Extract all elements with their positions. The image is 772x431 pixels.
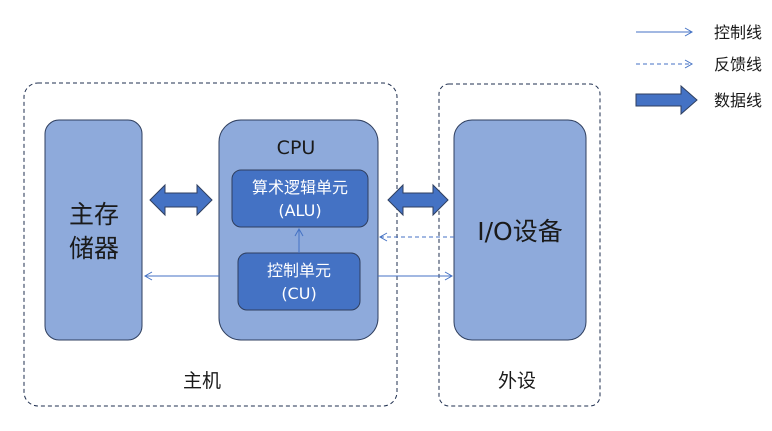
legend-feedback-line-label: 反馈线 <box>714 55 762 74</box>
io-device-box[interactable] <box>453 119 587 341</box>
peripheral-group-border <box>438 83 601 407</box>
legend-data-line-icon <box>635 84 698 116</box>
io-device-label: I/O设备 <box>477 217 562 246</box>
data-arrow-cpu-io <box>387 183 449 217</box>
peripheral-group-label: 外设 <box>498 370 536 392</box>
cpu-label: CPU <box>277 137 316 159</box>
alu-label-line1: 算术逻辑单元 <box>252 178 348 197</box>
cu-label-line2: (CU) <box>281 284 316 303</box>
alu-label-line2: (ALU) <box>278 201 321 220</box>
alu-box[interactable] <box>231 169 369 228</box>
cu-label-line1: 控制单元 <box>267 261 331 280</box>
legend-control-line-label: 控制线 <box>714 23 762 42</box>
host-group-label: 主机 <box>183 370 221 392</box>
main-memory-label-line2: 储器 <box>69 234 119 263</box>
main-memory-label-line1: 主存 <box>69 200 119 229</box>
legend: 控制线 反馈线 数据线 <box>635 23 762 116</box>
host-group-border <box>23 82 398 407</box>
data-arrow-memory-cpu <box>149 183 213 217</box>
legend-data-line-label: 数据线 <box>714 91 762 110</box>
main-memory-box[interactable] <box>44 119 143 341</box>
